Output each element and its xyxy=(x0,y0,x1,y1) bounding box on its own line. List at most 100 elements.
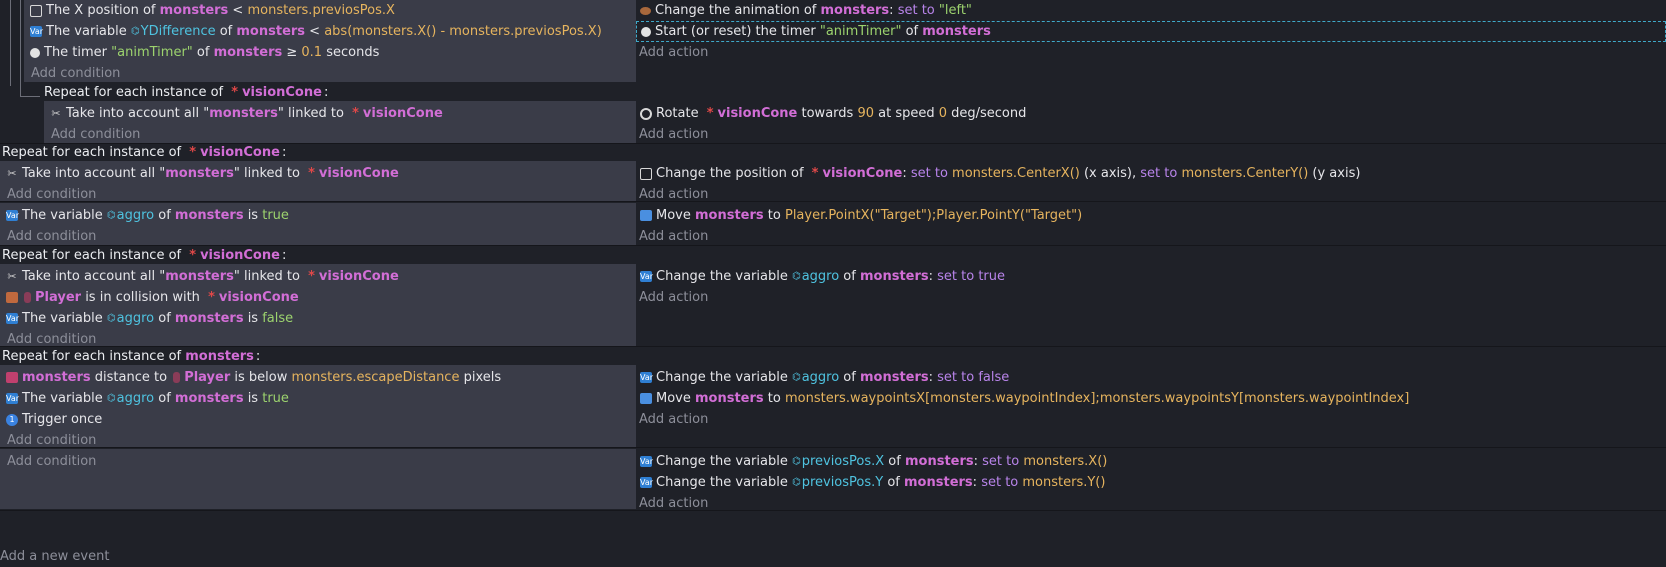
condition-row[interactable]: The timer "animTimer" of monsters ≥ 0.1 … xyxy=(24,42,636,63)
object-name: monsters xyxy=(174,311,244,326)
object-name: monsters xyxy=(185,349,254,364)
add-condition-link[interactable]: Add condition xyxy=(31,66,121,81)
conditions-block-6[interactable]: Add condition xyxy=(0,449,636,509)
text: of xyxy=(154,208,175,223)
add-condition-link[interactable]: Add condition xyxy=(7,433,97,448)
text: to xyxy=(763,208,785,223)
object-name: Player xyxy=(35,290,82,305)
repeat-colon: : xyxy=(281,145,287,160)
expression: monsters.previosPos.X xyxy=(247,3,395,18)
object-name: monsters xyxy=(213,45,283,60)
actions-block-2[interactable]: Change the position of *visionCone: set … xyxy=(636,161,1666,202)
variable-name: aggro xyxy=(801,370,840,385)
text: of xyxy=(192,45,214,60)
condition-row[interactable]: monsters distance to Player is below mon… xyxy=(0,367,636,388)
text: deg/second xyxy=(947,106,1027,121)
text: distance to xyxy=(90,370,172,385)
variable-name: aggro xyxy=(116,311,155,326)
object-name: monsters xyxy=(236,24,306,39)
text: Change the variable xyxy=(656,269,792,284)
repeat-header-1[interactable]: Repeat for each instance of *visionCone: xyxy=(44,83,328,103)
repeat-header-4[interactable]: Repeat for each instance of *visionCone: xyxy=(2,246,286,266)
conditions-block-2[interactable]: ✂Take into account all "monsters" linked… xyxy=(0,161,636,202)
add-event-link[interactable]: Add a new event xyxy=(0,549,110,564)
add-action-link[interactable]: Add action xyxy=(639,127,709,142)
text: of xyxy=(901,24,923,39)
text: The variable xyxy=(22,208,107,223)
text: : xyxy=(973,454,983,469)
add-condition-link[interactable]: Add condition xyxy=(51,127,141,142)
action-row[interactable]: Change the animation of monsters: set to… xyxy=(636,0,1666,21)
operator: set to false xyxy=(937,370,1010,385)
expression: 0.1 xyxy=(301,45,323,60)
timer-icon xyxy=(641,26,651,37)
actions-block-1[interactable]: Rotate *visionCone towards 90 at speed 0… xyxy=(636,101,1666,143)
actions-block-0[interactable]: Change the animation of monsters: set to… xyxy=(636,0,1666,82)
object-name: visionCone xyxy=(318,166,399,181)
object-name: monsters xyxy=(165,166,234,181)
text: of xyxy=(839,370,860,385)
text: to xyxy=(763,391,785,406)
conditions-block-1[interactable]: ✂Take into account all "monsters" linked… xyxy=(44,101,636,143)
text: (x axis), xyxy=(1079,166,1141,181)
repeat-colon: : xyxy=(281,248,287,263)
expression: monsters.Y() xyxy=(1018,475,1106,490)
action-row[interactable]: Start (or reset) the timer "animTimer" o… xyxy=(636,21,1666,42)
conditions-block-4[interactable]: ✂Take into account all "monsters" linked… xyxy=(0,264,636,347)
action-row[interactable]: Move monsters to Player.PointX("Target")… xyxy=(636,205,1666,226)
action-row[interactable]: Change the position of *visionCone: set … xyxy=(636,163,1666,184)
condition-row[interactable]: ✂Take into account all "monsters" linked… xyxy=(0,266,636,287)
add-condition-link[interactable]: Add condition xyxy=(7,187,97,202)
add-action-link[interactable]: Add action xyxy=(639,290,709,305)
object-marker: * xyxy=(189,248,197,263)
condition-row[interactable]: The X position of monsters < monsters.pr… xyxy=(24,0,636,21)
repeat-header-2[interactable]: Repeat for each instance of *visionCone: xyxy=(2,143,286,163)
conditions-block-0[interactable]: The X position of monsters < monsters.pr… xyxy=(24,0,636,82)
link-icon: ✂ xyxy=(7,167,17,180)
variable-name: previosPos.X xyxy=(801,454,885,469)
variable-icon: Var xyxy=(640,477,654,488)
text: : xyxy=(928,269,938,284)
add-action-link[interactable]: Add action xyxy=(639,229,709,244)
expression: monsters.X() xyxy=(1019,454,1108,469)
text: is xyxy=(243,208,263,223)
variable-name: aggro xyxy=(116,208,155,223)
object-name: monsters xyxy=(695,391,764,406)
text: : xyxy=(889,3,898,18)
actions-block-3[interactable]: Move monsters to Player.PointX("Target")… xyxy=(636,203,1666,245)
expression: 90 xyxy=(857,106,874,121)
add-condition-link[interactable]: Add condition xyxy=(7,229,97,244)
add-condition-link[interactable]: Add condition xyxy=(7,454,97,469)
add-action-link[interactable]: Add action xyxy=(639,496,709,511)
add-condition-link[interactable]: Add condition xyxy=(7,332,97,347)
condition-row[interactable]: ✂Take into account all "monsters" linked… xyxy=(44,103,636,124)
condition-row[interactable]: ✂Take into account all "monsters" linked… xyxy=(0,163,636,184)
action-row[interactable]: Move monsters to monsters.waypointsX[mon… xyxy=(636,388,1666,409)
object-marker: * xyxy=(231,85,239,100)
conditions-block-5[interactable]: monsters distance to Player is below mon… xyxy=(0,365,636,448)
repeat-header-5[interactable]: Repeat for each instance of monsters: xyxy=(2,347,260,367)
action-row[interactable]: Rotate *visionCone towards 90 at speed 0… xyxy=(636,103,1666,124)
add-action-link[interactable]: Add action xyxy=(639,187,709,202)
link-icon: ✂ xyxy=(7,270,17,283)
condition-row[interactable]: Player is in collision with *visionCone xyxy=(0,287,636,308)
add-action-link[interactable]: Add action xyxy=(639,45,709,60)
object-name: monsters xyxy=(209,106,278,121)
add-action-link[interactable]: Add action xyxy=(639,412,709,427)
text: The X position of xyxy=(46,3,160,18)
operator: set to xyxy=(1140,166,1178,181)
string-value: "animTimer" xyxy=(111,45,193,60)
